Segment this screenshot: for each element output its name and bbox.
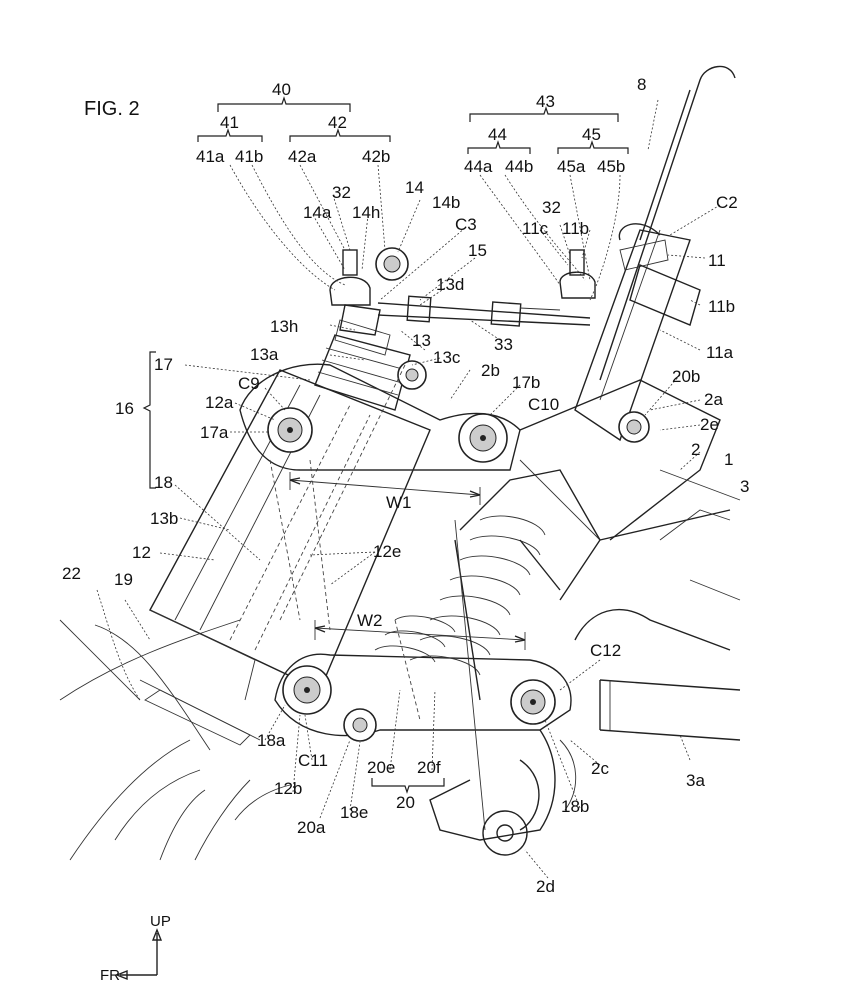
label-20a: 20a [297, 818, 326, 837]
label-2a: 2a [704, 390, 723, 409]
label-20: 20 [396, 793, 415, 812]
label-11: 11 [708, 251, 726, 270]
label-32-right: 32 [542, 198, 561, 217]
pivot-c10 [458, 413, 508, 463]
label-19: 19 [114, 570, 133, 589]
label-42b: 42b [362, 147, 390, 166]
label-8: 8 [637, 75, 646, 94]
label-2c: 2c [591, 759, 609, 778]
label-c3: C3 [455, 215, 477, 234]
label-14a: 14a [303, 203, 332, 222]
label-42a: 42a [288, 147, 317, 166]
label-w2: W2 [357, 611, 383, 630]
label-41: 41 [220, 113, 239, 132]
mount-18e [343, 708, 377, 742]
pivot-c9 [267, 407, 313, 453]
label-c10: C10 [528, 395, 559, 414]
direction-front-label: FR [100, 967, 120, 984]
label-17: 17 [154, 355, 173, 374]
label-33: 33 [494, 335, 513, 354]
label-2b: 2b [481, 361, 500, 380]
label-w1: W1 [386, 493, 412, 512]
label-14: 14 [405, 178, 424, 197]
label-12: 12 [132, 543, 151, 562]
label-2: 2 [691, 440, 700, 459]
leader-lines [96, 99, 721, 879]
label-45: 45 [582, 125, 601, 144]
label-2d: 2d [536, 877, 555, 896]
pivot-c11 [282, 665, 332, 715]
label-2e-top: 2e [700, 415, 719, 434]
label-18a: 18a [257, 731, 286, 750]
label-22: 22 [62, 564, 81, 583]
label-45b: 45b [597, 157, 625, 176]
label-20f: 20f [417, 758, 441, 777]
label-12b: 12b [274, 779, 302, 798]
figure-title: FIG. 2 [84, 98, 140, 120]
label-20b: 20b [672, 367, 700, 386]
label-13c: 13c [433, 348, 461, 367]
direction-indicator: UP FR [100, 913, 171, 984]
direction-up-label: UP [150, 913, 171, 930]
dimension-w2 [314, 620, 526, 650]
label-1: 1 [724, 450, 733, 469]
mount-20b [618, 411, 650, 443]
dimension-w1 [289, 472, 481, 505]
label-13d: 13d [436, 275, 464, 294]
label-c9: C9 [238, 374, 260, 393]
label-c12: C12 [590, 641, 621, 660]
pivot-c12 [510, 679, 556, 725]
label-12a: 12a [205, 393, 234, 412]
label-41b: 41b [235, 147, 263, 166]
label-11c: 11c [522, 219, 549, 238]
label-20e: 20e [367, 758, 395, 777]
label-c2: C2 [716, 193, 738, 212]
label-44b: 44b [505, 157, 533, 176]
diagram-structure [59, 65, 741, 861]
label-11b-top: 11b [562, 219, 589, 238]
label-14h: 14h [352, 203, 380, 222]
label-43: 43 [536, 92, 555, 111]
label-11a: 11a [706, 343, 734, 362]
label-18b: 18b [561, 797, 589, 816]
label-13: 13 [412, 331, 431, 350]
braces [142, 96, 629, 794]
label-16: 16 [115, 399, 134, 418]
label-32-left: 32 [332, 183, 351, 202]
label-3: 3 [740, 477, 749, 496]
label-14b: 14b [432, 193, 460, 212]
label-44: 44 [488, 125, 507, 144]
label-13h: 13h [270, 317, 298, 336]
label-11b: 11b [708, 297, 735, 316]
label-12e: 12e [373, 542, 401, 561]
label-13b: 13b [150, 509, 178, 528]
label-17b: 17b [512, 373, 540, 392]
label-3a: 3a [686, 771, 705, 790]
mount-13c [397, 360, 427, 390]
reference-labels: FIG. 2 40 41 42 41a 41b 42a 42b 43 44 45… [62, 75, 749, 896]
label-42: 42 [328, 113, 347, 132]
label-18: 18 [154, 473, 173, 492]
label-40: 40 [272, 80, 291, 99]
shock-spring [374, 515, 561, 701]
label-15: 15 [468, 241, 487, 260]
label-45a: 45a [557, 157, 586, 176]
label-17a: 17a [200, 423, 229, 442]
label-41a: 41a [196, 147, 225, 166]
label-44a: 44a [464, 157, 493, 176]
label-c11: C11 [298, 751, 328, 770]
label-13a: 13a [250, 345, 279, 364]
label-18e: 18e [340, 803, 368, 822]
